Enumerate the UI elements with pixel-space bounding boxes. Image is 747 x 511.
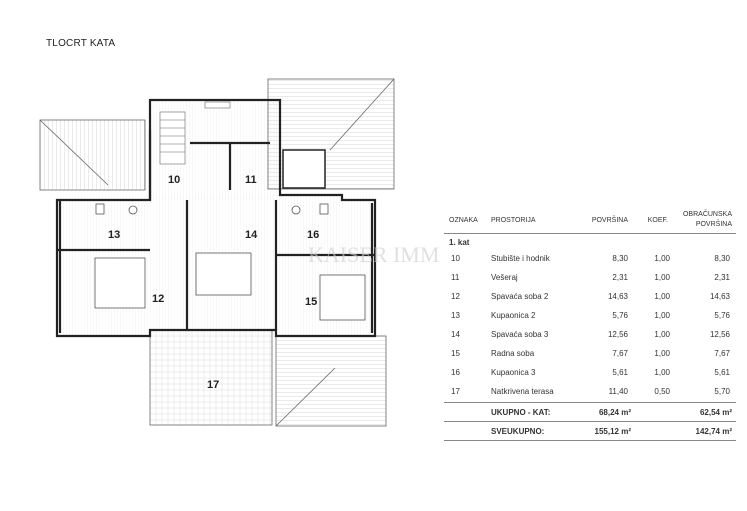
table-row: 15 Radna soba 7,67 1,00 7,67	[444, 345, 736, 364]
header-prostorija: PROSTORIJA	[491, 217, 536, 224]
ukupno-calc: 62,54 m²	[699, 408, 732, 417]
header-obracunska-povrsina: POVRŠINA	[695, 221, 732, 228]
row-id: 13	[451, 311, 460, 320]
row-area: 5,76	[612, 311, 628, 320]
stairs	[159, 101, 231, 165]
room-label-10: 10	[168, 174, 180, 186]
terrace	[149, 329, 273, 426]
row-id: 10	[451, 254, 460, 263]
area-table: OZNAKA PROSTORIJA POVRŠINA KOEF. OBRAČUN…	[444, 209, 736, 441]
floor-plan: 10 11 12 13 14 15 16 17 KAISER IMMOBILIE…	[39, 78, 440, 427]
table-row: 12 Spavaća soba 2 14,63 1,00 14,63	[444, 288, 736, 307]
room-label-17: 17	[207, 379, 219, 391]
row-area: 2,31	[612, 273, 628, 282]
toilet-13	[95, 203, 105, 215]
row-id: 15	[451, 349, 460, 358]
header-oznaka: OZNAKA	[449, 217, 478, 224]
row-area: 14,63	[607, 292, 628, 301]
row-name: Spavaća soba 3	[491, 330, 549, 339]
table-row: 17 Natkrivena terasa 11,40 0,50 5,70	[444, 383, 736, 402]
roof-left	[39, 119, 146, 191]
toilet-16	[319, 203, 329, 215]
room-label-15: 15	[305, 296, 317, 308]
row-koef: 0,50	[654, 387, 670, 396]
row-id: 11	[451, 273, 460, 282]
ukupno-label: UKUPNO - KAT:	[491, 408, 551, 417]
table-row: 13 Kupaonica 2 5,76 1,00 5,76	[444, 307, 736, 326]
plan-title: TLOCRT KATA	[46, 38, 116, 49]
row-area: 8,30	[612, 254, 628, 263]
row-koef: 1,00	[654, 311, 670, 320]
room-label-12: 12	[152, 293, 164, 305]
roof-bottom-right	[275, 335, 387, 427]
row-name: Stubište i hodnik	[491, 254, 550, 263]
room-label-14: 14	[245, 229, 258, 241]
table-row: 10 Stubište i hodnik 8,30 1,00 8,30	[444, 250, 736, 269]
row-calc: 12,56	[709, 330, 730, 339]
ukupno-area: 68,24 m²	[598, 408, 631, 417]
row-id: 16	[451, 368, 460, 377]
sveukupno-calc: 142,74 m²	[695, 427, 732, 436]
row-name: Radna soba	[491, 349, 535, 358]
row-id: 17	[451, 387, 460, 396]
row-koef: 1,00	[654, 349, 670, 358]
ukupno-row: UKUPNO - KAT: 68,24 m² 62,54 m²	[444, 403, 736, 421]
row-name: Natkrivena terasa	[491, 387, 554, 396]
section-label: 1. kat	[449, 238, 470, 247]
row-calc: 7,67	[714, 349, 730, 358]
section-row: 1. kat	[444, 234, 736, 250]
desk-15	[319, 274, 366, 321]
row-name: Spavaća soba 2	[491, 292, 549, 301]
room-label-13: 13	[108, 229, 120, 241]
walls	[55, 98, 377, 338]
header-obracunska: OBRAČUNSKA	[682, 211, 732, 218]
row-area: 12,56	[607, 330, 628, 339]
row-area: 11,40	[608, 387, 628, 396]
sveukupno-area: 155,12 m²	[594, 427, 631, 436]
room-label-11: 11	[245, 174, 257, 186]
bed-12	[94, 257, 146, 309]
row-name: Kupaonica 2	[491, 311, 536, 320]
table-header: OZNAKA PROSTORIJA POVRŠINA KOEF. OBRAČUN…	[444, 209, 736, 233]
row-calc: 2,31	[714, 273, 730, 282]
skylight	[282, 149, 326, 189]
row-calc: 5,61	[714, 368, 730, 377]
row-koef: 1,00	[654, 330, 670, 339]
row-calc: 5,76	[714, 311, 730, 320]
sveukupno-row: SVEUKUPNO: 155,12 m² 142,74 m²	[444, 422, 736, 440]
table-row: 11 Vešeraj 2,31 1,00 2,31	[444, 269, 736, 288]
row-id: 12	[451, 292, 460, 301]
row-name: Vešeraj	[491, 273, 518, 282]
row-koef: 1,00	[654, 368, 670, 377]
row-calc: 14,63	[709, 292, 730, 301]
row-name: Kupaonica 3	[491, 368, 536, 377]
table-row: 16 Kupaonica 3 5,61 1,00 5,61	[444, 364, 736, 383]
row-koef: 1,00	[654, 273, 670, 282]
row-area: 5,61	[612, 368, 628, 377]
table-row: 14 Spavaća soba 3 12,56 1,00 12,56	[444, 326, 736, 345]
row-calc: 8,30	[714, 254, 730, 263]
bed-14	[195, 252, 252, 296]
row-koef: 1,00	[654, 254, 670, 263]
watermark-logo: KAISER IMMOBILIEN	[308, 242, 440, 267]
table-rows: 10 Stubište i hodnik 8,30 1,00 8,30 11 Vešeraj…	[444, 250, 736, 402]
row-area: 7,67	[612, 349, 628, 358]
row-calc: 5,70	[714, 387, 730, 396]
room-label-16: 16	[307, 229, 319, 241]
row-id: 14	[451, 330, 460, 339]
row-koef: 1,00	[654, 292, 670, 301]
sveukupno-label: SVEUKUPNO:	[491, 427, 545, 436]
sink-16	[291, 205, 301, 215]
header-povrsina: POVRŠINA	[591, 217, 628, 224]
sink-13	[128, 205, 138, 215]
header-koef: KOEF.	[647, 217, 668, 224]
